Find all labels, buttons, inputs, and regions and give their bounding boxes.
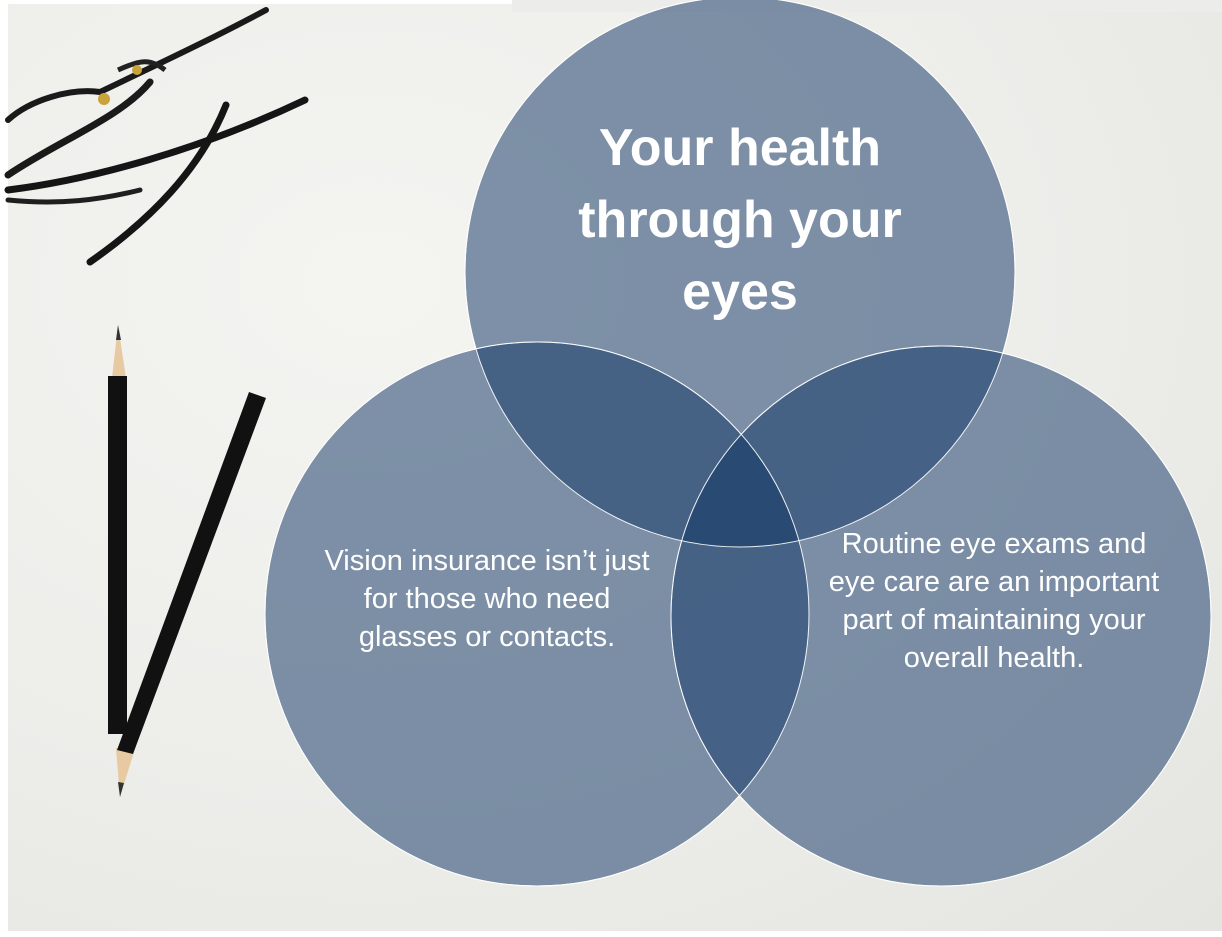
overlap-top-left [465, 342, 809, 547]
venn-top-label: Your health through your eyes [578, 119, 902, 321]
pencil-icon [108, 325, 127, 734]
pencil-icon [116, 392, 266, 797]
eyeglasses-icon [4, 7, 309, 266]
venn-left-label: Vision insurance isn’t just for those wh… [324, 545, 650, 653]
overlap-top-right [671, 346, 1015, 547]
venn-right-label: Routine eye exams and eye care are an im… [828, 528, 1160, 674]
